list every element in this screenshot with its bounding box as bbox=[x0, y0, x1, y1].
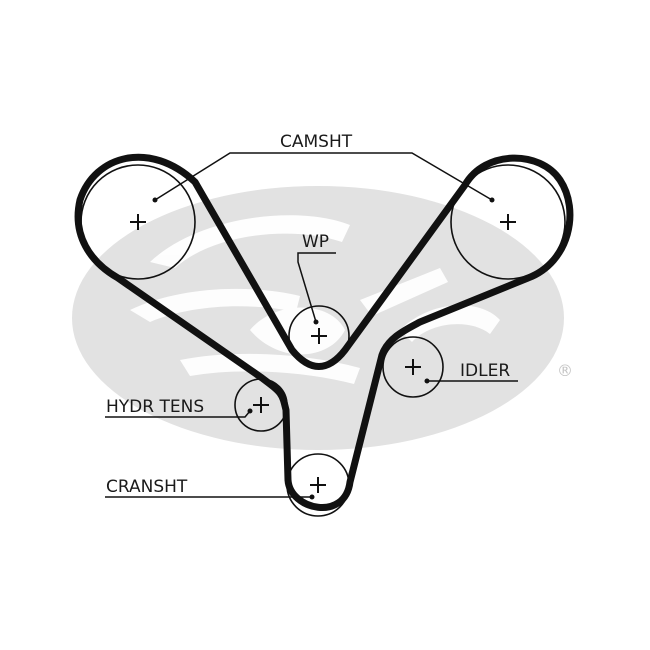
timing-belt bbox=[74, 153, 574, 511]
water-pump-leader-dot bbox=[313, 319, 319, 325]
water-pump-pulley bbox=[288, 305, 350, 367]
idler-pulley bbox=[382, 336, 444, 398]
idler-leader-dot bbox=[424, 378, 430, 384]
label-crankshaft: CRANSHT bbox=[106, 477, 188, 497]
crankshaft-pulley bbox=[286, 453, 350, 517]
registered-mark: ® bbox=[557, 361, 573, 380]
label-idler: IDLER bbox=[460, 361, 510, 381]
label-camshaft: CAMSHT bbox=[280, 132, 353, 152]
camshaft-leader-dot-right bbox=[489, 197, 495, 203]
label-hydraulic-tensioner: HYDR TENS bbox=[106, 397, 204, 417]
crankshaft-leader-dot bbox=[309, 494, 315, 500]
label-water-pump: WP bbox=[302, 232, 329, 252]
hydraulic-tensioner-pulley bbox=[234, 378, 288, 432]
hydraulic-tensioner-leader-dot bbox=[247, 408, 253, 414]
water-pump-leader bbox=[297, 252, 336, 323]
watermark-logo: ® bbox=[72, 186, 573, 450]
camshaft-leader-dot-left bbox=[152, 197, 158, 203]
camshaft-pulley-left bbox=[80, 164, 196, 280]
camshaft-leader bbox=[154, 152, 493, 201]
hydraulic-tensioner-leader bbox=[105, 410, 251, 418]
leader-lines bbox=[105, 152, 518, 500]
camshaft-pulley-right bbox=[450, 164, 566, 280]
